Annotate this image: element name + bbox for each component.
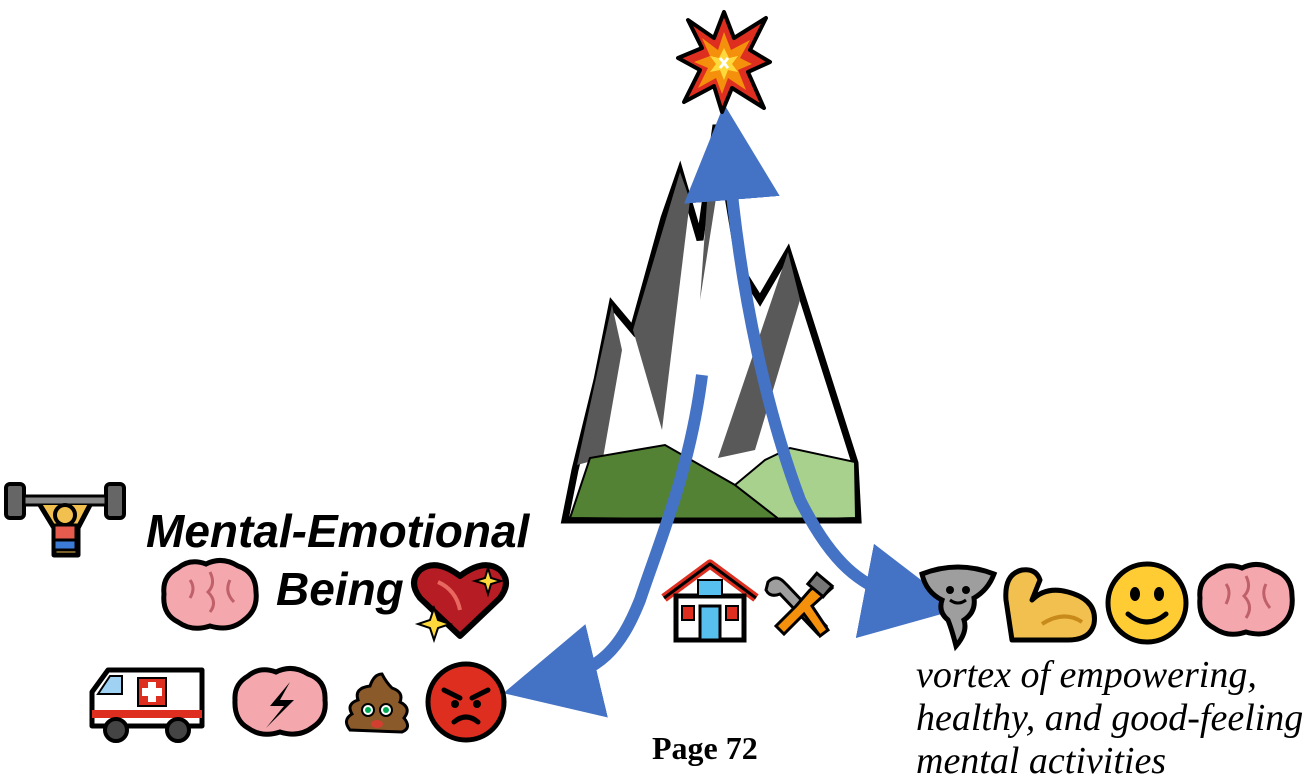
house-icon (661, 559, 759, 643)
title-line-2: Being (276, 563, 404, 615)
weightlifter-icon (4, 482, 126, 558)
arrow-up-down-right (684, 104, 960, 639)
brain-icon-right (1197, 562, 1295, 637)
angry-face-icon (425, 661, 507, 743)
page-number: Page 72 (652, 730, 758, 766)
brain-icon (161, 558, 259, 631)
hammer-wrench-icon (764, 571, 835, 639)
pile-of-poo-icon (345, 672, 409, 734)
caption-line-3: mental activities (916, 740, 1167, 782)
sparkling-heart-icon (411, 562, 509, 644)
brain-lightning-icon (232, 666, 328, 737)
smiling-face-icon (1105, 561, 1189, 645)
title-line-1: Mental-Emotional (146, 505, 530, 557)
caption: vortex of empowering, healthy, and good-… (916, 654, 1306, 783)
ambulance-icon (89, 667, 205, 743)
mountain (560, 124, 862, 524)
caption-line-1: vortex of empowering, (916, 654, 1257, 696)
flexed-biceps-icon (1003, 567, 1097, 643)
caption-line-2: healthy, and good-feeling (916, 697, 1304, 739)
explosion-icon (676, 10, 772, 114)
tornado-icon (919, 564, 998, 652)
